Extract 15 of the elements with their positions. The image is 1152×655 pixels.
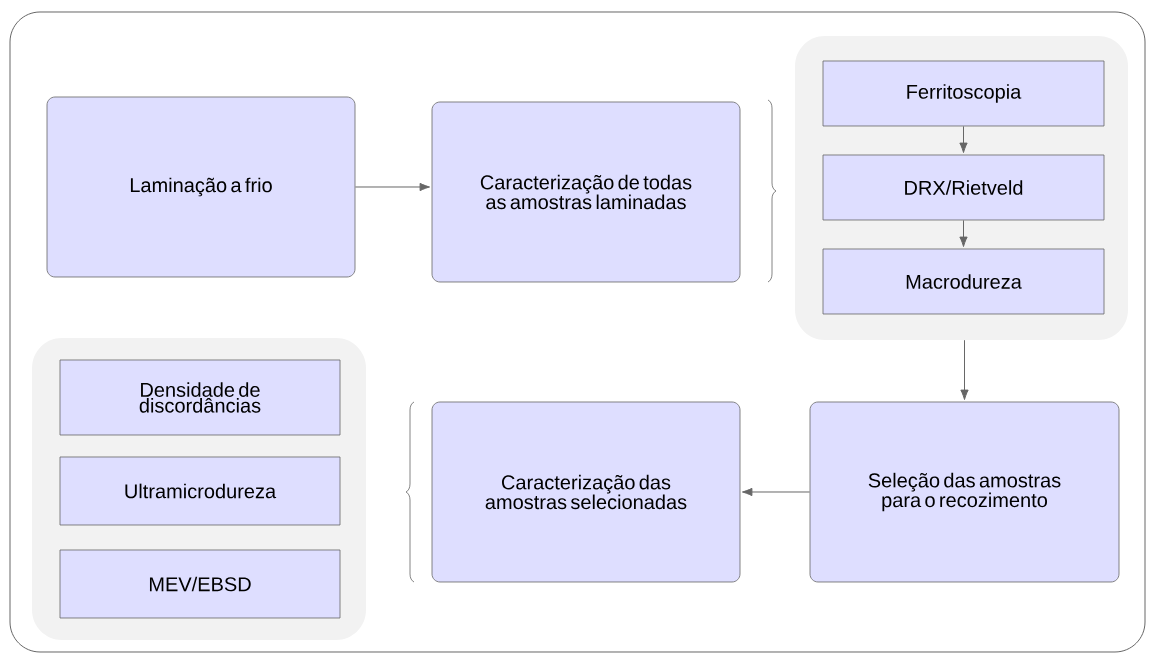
arrow (354, 182, 431, 192)
step-box: Ultramicrodureza (59, 456, 341, 526)
arrow (960, 339, 969, 401)
process-box: Seleção das amostras para o recozimento (809, 401, 1120, 583)
arrow (959, 125, 968, 154)
arrow (741, 487, 811, 497)
step-box: Macrodureza (822, 248, 1105, 315)
process-box: Caracterização das amostras selecionadas (431, 401, 741, 583)
step-box: Densidade de discordâncias (59, 359, 341, 436)
arrow (959, 219, 968, 248)
process-box: Laminação a frio (46, 96, 356, 278)
step-box: DRX/Rietveld (822, 154, 1105, 221)
step-box: Ferritoscopia (822, 60, 1105, 127)
process-box: Caracterização de todas as amostras laminadas (431, 101, 741, 283)
step-box: MEV/EBSD (59, 549, 341, 619)
